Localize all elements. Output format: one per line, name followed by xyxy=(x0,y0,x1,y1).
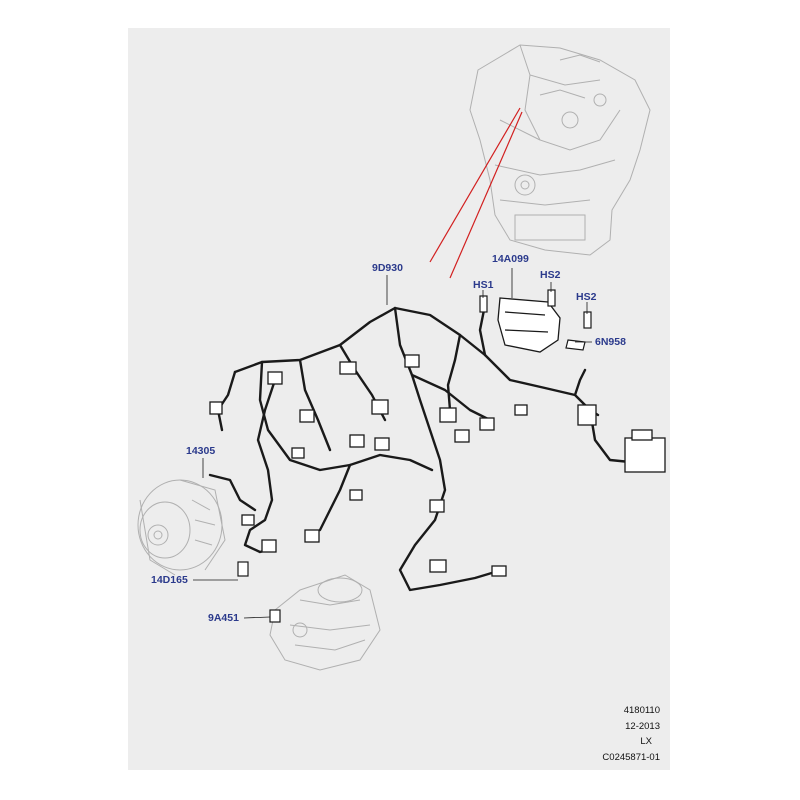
callout-hs2-upper[interactable]: HS2 xyxy=(540,269,561,281)
connectors xyxy=(209,354,528,577)
callout-14305[interactable]: 14305 xyxy=(186,445,216,457)
harness-trunk xyxy=(208,303,632,592)
callout-hs2-lower[interactable]: HS2 xyxy=(576,291,597,303)
callout-9a451[interactable]: 9A451 xyxy=(208,612,239,624)
engine-illustration xyxy=(469,44,651,256)
callout-9d930[interactable]: 9D930 xyxy=(372,262,403,274)
terminal-block xyxy=(577,404,666,473)
callout-hs1[interactable]: HS1 xyxy=(473,279,494,291)
footer-model-code: LX xyxy=(640,736,652,747)
callout-6n958[interactable]: 6N958 xyxy=(595,336,626,348)
callout-14d165[interactable]: 14D165 xyxy=(151,574,188,586)
fasteners xyxy=(237,289,592,623)
footer-reference-number: 4180110 xyxy=(623,705,660,716)
alternator-illustration xyxy=(137,479,226,576)
starter-illustration xyxy=(269,574,381,671)
callout-leads xyxy=(193,268,592,619)
callout-14a099[interactable]: 14A099 xyxy=(492,253,529,265)
footer-illustration-id: C0245871-01 xyxy=(602,752,660,763)
footer-date: 12-2013 xyxy=(625,721,660,732)
leader-lines xyxy=(429,107,523,279)
